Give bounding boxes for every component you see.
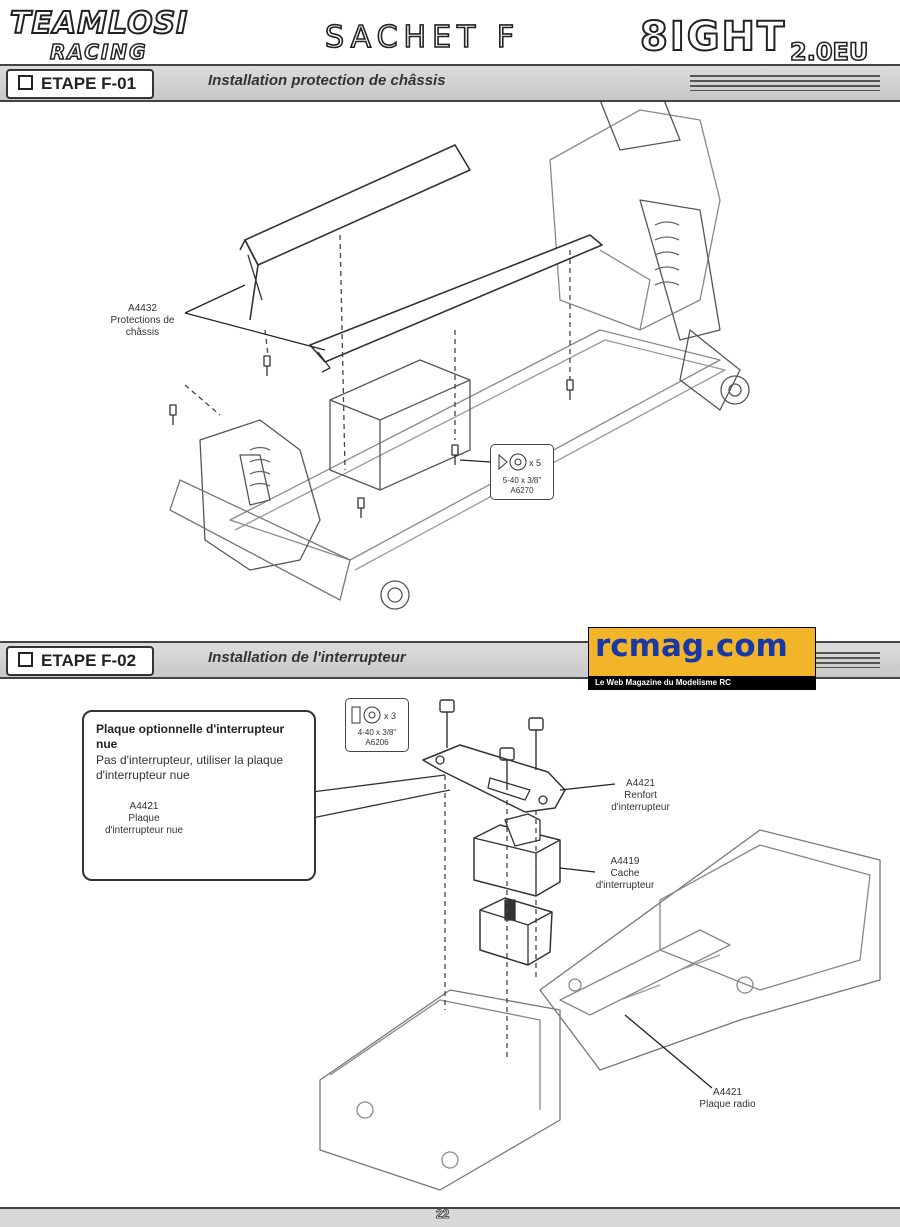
page-number: 22	[436, 1207, 450, 1222]
watermark-tagline: Le Web Magazine du Modelisme RC	[589, 676, 815, 689]
part-label-switch-cover: A4419 Cache d'interrupteur	[595, 856, 655, 891]
stripe-decoration	[690, 75, 880, 91]
screw-washer-icon	[351, 706, 381, 724]
hardware-size: 5-40 x 3/8"	[502, 476, 542, 485]
brand-logo: TEAMLOSI RACING	[9, 5, 215, 66]
step-header-f01: ETAPE F-01 Installation protection de ch…	[0, 64, 900, 102]
part-label-bare-plate: A4421 Plaque d'interrupteur nue	[104, 801, 184, 836]
watermark-site: rcmag.com	[595, 628, 788, 664]
screw-washer-icon	[498, 453, 527, 471]
step-label: ETAPE F-02	[41, 651, 137, 670]
model-title: 8IGHT	[639, 13, 787, 61]
hardware-code: A6270	[510, 486, 534, 495]
step-label-tab: ETAPE F-01	[6, 69, 155, 99]
rcmag-watermark: rcmag.com Le Web Magazine du Modelisme R…	[588, 627, 816, 690]
optional-plate-callout: Plaque optionnelle d'interrupteur nue Pa…	[82, 710, 316, 881]
bag-title: SACHET F	[324, 19, 521, 56]
part-label-a4432: A4432 Protections de châssis	[110, 303, 175, 338]
hardware-qty: x 3	[384, 711, 397, 721]
part-label-switch-reinforcement: A4421 Renfort d'interrupteur	[611, 778, 670, 813]
hardware-code: A6206	[365, 738, 389, 747]
callout-text: Pas d'interrupteur, utiliser la plaque d…	[96, 753, 284, 782]
brand-name: TEAMLOSI	[9, 5, 189, 42]
hardware-qty: x 5	[529, 458, 542, 468]
callout-title: Plaque optionnelle d'interrupteur nue	[96, 722, 285, 751]
step-description: Installation protection de châssis	[208, 72, 446, 89]
checkbox-icon	[18, 652, 33, 667]
step-label-tab: ETAPE F-02	[6, 646, 155, 676]
brand-sub: RACING	[49, 39, 148, 65]
part-label-radio-plate: A4421 Plaque radio	[699, 1087, 756, 1110]
footer-bar	[0, 1207, 900, 1227]
hardware-box-f02: x 3 4-40 x 3/8" A6206	[345, 698, 409, 752]
hardware-size: 4-40 x 3/8"	[357, 728, 397, 737]
step-description: Installation de l'interrupteur	[208, 649, 406, 666]
checkbox-icon	[18, 75, 33, 90]
hardware-box-f01: x 5 5-40 x 3/8" A6270	[490, 444, 554, 500]
model-suffix: 2.0EU	[789, 37, 869, 67]
step-label: ETAPE F-01	[41, 74, 137, 93]
